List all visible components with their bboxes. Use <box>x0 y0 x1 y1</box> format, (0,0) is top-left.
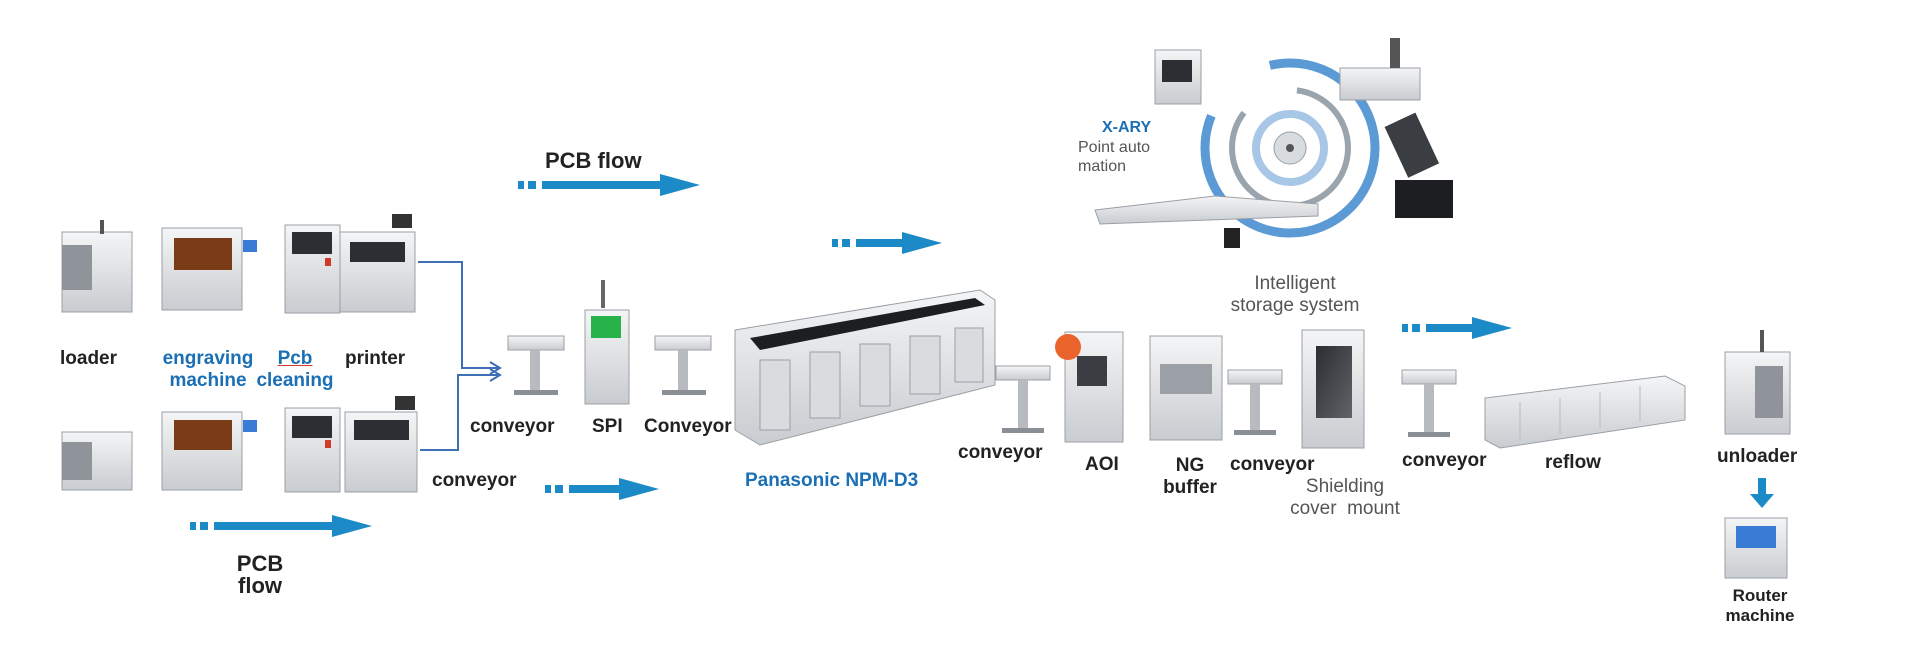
printer-top-machine <box>339 214 416 313</box>
pcb-flow-arrow-bottom <box>190 515 372 537</box>
engraving-line2: machine <box>169 370 247 391</box>
ng-buffer-line1: NG <box>1175 455 1205 476</box>
router-line2: machine <box>1725 606 1795 625</box>
flow-arrow-panasonic <box>832 232 942 254</box>
router-machine-label: Router machine <box>1705 586 1815 626</box>
conveyor-c-label: conveyor <box>958 442 1043 463</box>
ng-buffer-machine <box>1149 335 1223 441</box>
intelligent-line2: storage system <box>1230 295 1360 316</box>
pcb-cleaning-line1: Pcb <box>277 348 313 369</box>
reflow-oven <box>1484 375 1686 449</box>
xary-line2: mation <box>1078 158 1127 175</box>
unloader-machine <box>1724 330 1791 435</box>
pcb-cleaning-label: Pcb cleaning <box>245 348 345 392</box>
flow-arrow-intelligent <box>1402 317 1512 339</box>
shielding-line2: cover mount <box>1290 498 1400 519</box>
loader-bottom-machine <box>61 431 133 491</box>
conveyor-d-machine <box>1227 369 1283 435</box>
spi-label: SPI <box>592 416 623 437</box>
ng-buffer-label: NG buffer <box>1150 455 1230 499</box>
conveyor-a-machine <box>507 335 565 395</box>
xary-subtitle: Point auto mation <box>1078 138 1150 176</box>
intelligent-storage-label: Intelligent storage system <box>1200 273 1390 317</box>
pcb-cleaning-line2: cleaning <box>256 370 334 391</box>
pcb-flow-arrow-top <box>518 174 700 196</box>
conveyor-d-label: conveyor <box>1230 454 1315 475</box>
pcb-flow-bottom-line2: flow <box>238 573 282 598</box>
engraving-top-machine <box>161 227 257 311</box>
pcb-flow-bottom-label: PCB flow <box>220 553 300 597</box>
printer-label: printer <box>345 348 406 369</box>
xary-line1: Point auto <box>1078 139 1151 156</box>
conveyor-b-machine <box>654 335 712 395</box>
pcb-flow-bottom-line1: PCB <box>236 551 284 576</box>
reflow-label: reflow <box>1545 452 1601 473</box>
conveyor-e-machine <box>1401 369 1457 437</box>
xary-title: X-ARY <box>1102 119 1152 136</box>
conveyor-c-machine <box>995 365 1051 433</box>
shielding-label: Shielding cover mount <box>1270 476 1420 520</box>
down-arrow-icon <box>1750 478 1774 508</box>
pcb-flow-top-label: PCB flow <box>545 148 642 173</box>
spi-machine <box>584 280 630 405</box>
loader-label: loader <box>60 348 118 369</box>
loader-top-machine <box>61 220 133 313</box>
conveyor-bottom-label: conveyor <box>432 470 517 491</box>
pcb-cleaning-top-machine <box>284 224 341 314</box>
shielding-line1: Shielding <box>1305 476 1385 497</box>
panasonic-npm-d3-line <box>734 289 996 446</box>
panasonic-label: Panasonic NPM-D3 <box>745 470 919 491</box>
router-machine <box>1724 517 1788 579</box>
ng-buffer-line2: buffer <box>1163 477 1217 498</box>
xary-automation-graphic <box>1094 38 1453 248</box>
unloader-label: unloader <box>1717 446 1798 467</box>
flow-arrow-conveyor-bottom <box>545 478 659 500</box>
intelligent-line1: Intelligent <box>1254 273 1336 294</box>
engraving-machine-label: engraving machine <box>128 348 288 392</box>
shielding-cover-mount-machine <box>1301 329 1365 449</box>
engraving-line1: engraving <box>162 348 254 369</box>
aoi-label: AOI <box>1085 454 1119 475</box>
pcb-cleaning-bottom-machine <box>284 407 341 493</box>
conveyor-e-label: conveyor <box>1402 450 1487 471</box>
printer-bottom-machine <box>344 396 418 493</box>
conveyor-b-label: Conveyor <box>644 416 732 437</box>
engraving-bottom-machine <box>161 411 257 491</box>
merge-connector <box>418 261 502 451</box>
aoi-machine <box>1055 331 1124 443</box>
conveyor-a-label: conveyor <box>470 416 555 437</box>
router-line1: Router <box>1732 586 1788 605</box>
